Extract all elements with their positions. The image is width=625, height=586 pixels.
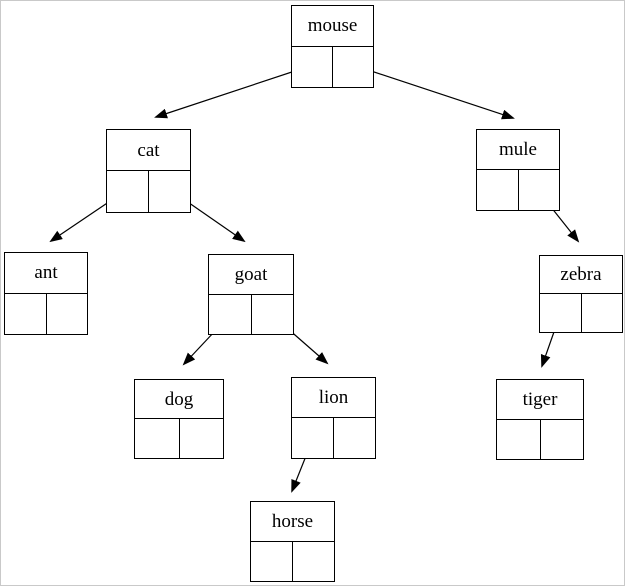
pointer-cells [292, 46, 373, 88]
node-label: mouse [292, 6, 373, 47]
node-label: lion [292, 378, 375, 418]
node-label: dog [135, 380, 223, 419]
left-pointer-cell [292, 46, 333, 87]
right-pointer-cell [252, 295, 294, 335]
tree-node-mouse: mouse [291, 5, 374, 88]
pointer-cells [251, 541, 334, 582]
right-pointer-cell [293, 542, 334, 582]
pointer-cells [135, 419, 223, 458]
pointer-cells [497, 419, 584, 460]
right-pointer-cell [519, 170, 560, 210]
pointer-cells [540, 294, 622, 332]
right-pointer-cell [541, 420, 584, 460]
left-pointer-cell [540, 294, 582, 332]
node-label: horse [251, 502, 334, 542]
node-label: cat [107, 130, 190, 171]
left-pointer-cell [292, 418, 334, 458]
right-pointer-cell [149, 171, 190, 212]
right-pointer-cell [47, 294, 88, 335]
left-pointer-cell [107, 171, 149, 212]
tree-node-mule: mule [476, 129, 560, 211]
tree-node-goat: goat [208, 254, 294, 335]
tree-node-dog: dog [134, 379, 224, 459]
node-label: goat [209, 255, 293, 295]
tree-node-lion: lion [291, 377, 376, 459]
right-pointer-cell [582, 294, 623, 332]
pointer-cells [477, 170, 559, 210]
left-pointer-cell [251, 541, 293, 581]
pointer-cells [107, 171, 190, 212]
left-pointer-cell [209, 294, 252, 334]
left-pointer-cell [135, 419, 180, 458]
pointer-cells [5, 293, 88, 335]
node-label: ant [5, 253, 87, 294]
tree-node-zebra: zebra [539, 255, 623, 333]
tree-node-tiger: tiger [496, 379, 584, 460]
left-pointer-cell [477, 170, 519, 210]
node-label: mule [477, 130, 559, 170]
node-label: tiger [497, 380, 583, 420]
right-pointer-cell [333, 47, 373, 88]
pointer-cells [209, 294, 294, 335]
tree-node-cat: cat [106, 129, 191, 213]
left-pointer-cell [5, 293, 47, 334]
right-pointer-cell [180, 419, 224, 458]
right-pointer-cell [334, 418, 375, 458]
left-pointer-cell [497, 419, 541, 459]
pointer-cells [292, 418, 375, 458]
tree-node-horse: horse [250, 501, 335, 582]
node-label: zebra [540, 256, 622, 294]
tree-node-ant: ant [4, 252, 88, 335]
